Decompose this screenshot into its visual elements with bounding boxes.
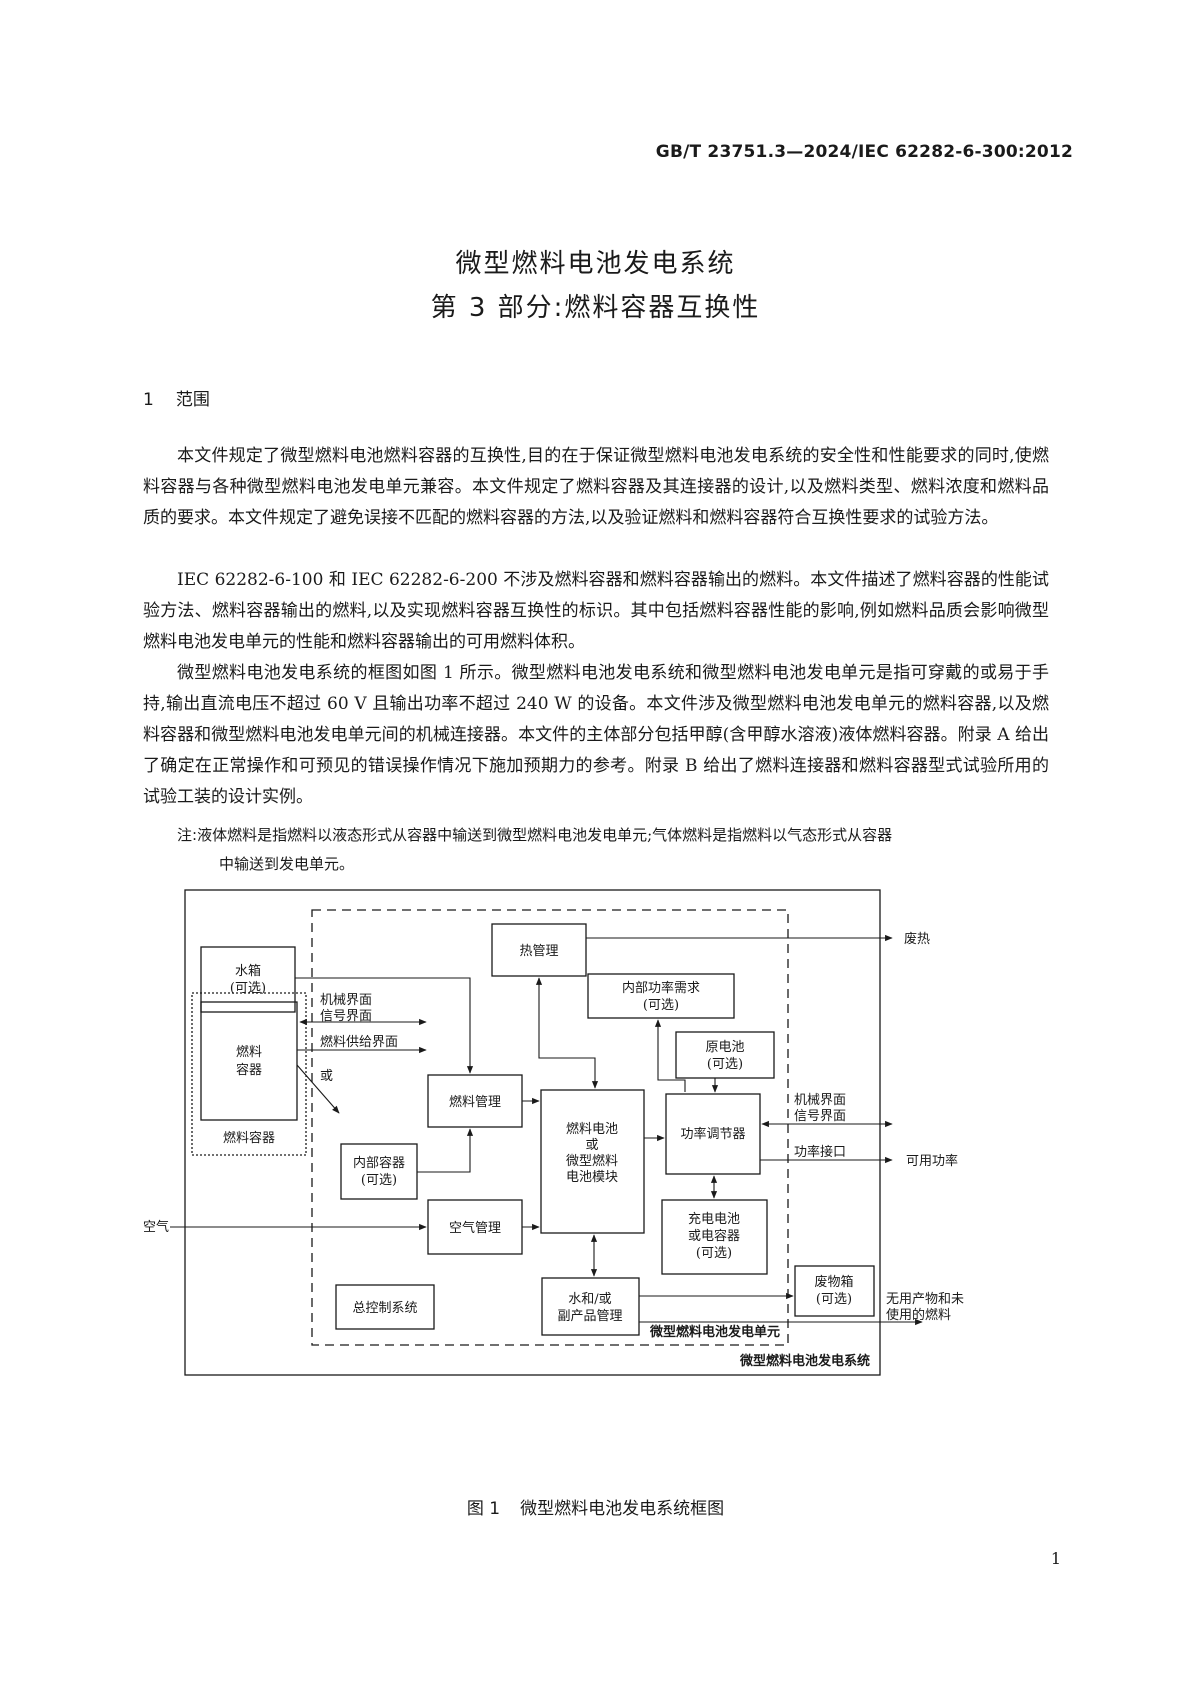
- water-tank-optional: (可选): [230, 981, 266, 996]
- master-control-box: [335, 1284, 435, 1330]
- water-tank-label: 水箱: [235, 963, 261, 979]
- fuel-cell-label-3: 微型燃料: [566, 1153, 618, 1169]
- rechargeable-label-1: 充电电池: [688, 1211, 740, 1227]
- fuel-container-inner-label-2: 容器: [236, 1062, 262, 1078]
- unused-products-label-1: 无用产物和未: [886, 1292, 964, 1307]
- inner-container-box: [340, 1143, 418, 1200]
- power-conditioner-label: 功率调节器: [680, 1126, 745, 1142]
- water-byproduct-label-1: 水和/或: [568, 1292, 611, 1307]
- document-subtitle: 第 3 部分:燃料容器互换性: [430, 293, 761, 323]
- figure-number: 图 1: [466, 1499, 501, 1519]
- inner-container-optional: (可选): [361, 1173, 397, 1188]
- left-signal-interface-label: 信号界面: [320, 1009, 372, 1024]
- paragraph: 微型燃料电池发电系统的框图如图 1 所示。微型燃料电池发电系统和微型燃料电池发电…: [143, 663, 1049, 807]
- note-label: 注:: [177, 826, 198, 844]
- water-tank-box: [200, 946, 296, 1013]
- rechargeable-box: [661, 1199, 768, 1275]
- waste-box-optional: (可选): [816, 1292, 852, 1307]
- primary-battery-label: 原电池: [705, 1040, 744, 1055]
- power-conditioner-box: [665, 1093, 761, 1175]
- power-port-label: 功率接口: [794, 1144, 846, 1160]
- air-label: 空气: [143, 1219, 169, 1235]
- fuel-cell-label-2: 或: [585, 1138, 598, 1153]
- fuel-container-inner-box: [200, 1001, 298, 1121]
- rechargeable-label-2: 或电容器: [688, 1228, 740, 1244]
- master-control-label: 总控制系统: [352, 1301, 417, 1316]
- right-mech-interface-label: 机械界面: [794, 1093, 846, 1108]
- paragraph: IEC 62282-6-100 和 IEC 62282-6-200 不涉及燃料容…: [143, 570, 1049, 652]
- inner-to-fuel-mgmt: [417, 1128, 474, 1173]
- fuel-cell-box: [540, 1089, 645, 1234]
- block-diagram: 水箱 (可选) 燃料 容器 燃料容器 热管理 内部功率需求 (可选) 原电池 (…: [140, 880, 1020, 1384]
- waste-box-label: 废物箱: [814, 1274, 853, 1290]
- waste-box: [794, 1265, 875, 1317]
- rechargeable-optional: (可选): [696, 1246, 732, 1261]
- system-boundary-label: 微型燃料电池发电系统: [739, 1353, 870, 1369]
- usable-power-label: 可用功率: [906, 1153, 958, 1169]
- water-byproduct-label-2: 副产品管理: [557, 1309, 622, 1324]
- cell-to-thermal: [535, 977, 599, 1089]
- section-title: 范围: [175, 390, 210, 410]
- section-number: 1: [143, 390, 154, 410]
- note-text-continued: 中输送到发电单元。: [219, 855, 355, 873]
- primary-battery-box: [675, 1031, 775, 1079]
- internal-power-demand-label: 内部功率需求: [622, 980, 700, 996]
- unit-boundary: [311, 909, 789, 1346]
- page-number: 1: [1050, 1549, 1061, 1568]
- or-label: 或: [320, 1069, 333, 1084]
- unused-products-label-2: 使用的燃料: [886, 1307, 951, 1323]
- water-to-fuel-mgmt: [295, 977, 474, 1074]
- water-byproduct-box: [541, 1277, 640, 1336]
- right-signal-interface-label: 信号界面: [794, 1109, 846, 1124]
- thermal-mgmt-box: [491, 923, 587, 977]
- fuel-container-label: 燃料容器: [223, 1130, 275, 1146]
- internal-power-demand-optional: (可选): [643, 998, 679, 1013]
- figure-title: 微型燃料电池发电系统框图: [520, 1499, 725, 1519]
- section-heading: 1 范围: [143, 385, 210, 410]
- fuel-cell-label-1: 燃料电池: [566, 1121, 618, 1137]
- air-mgmt-label: 空气管理: [449, 1220, 501, 1236]
- power-to-internal-demand: [654, 1019, 686, 1092]
- system-boundary: [184, 889, 881, 1376]
- standard-number: GB/T 23751.3—2024/IEC 62282-6-300:2012: [655, 142, 1073, 162]
- left-mech-interface-label: 机械界面: [320, 993, 372, 1008]
- inner-container-label: 内部容器: [353, 1155, 405, 1171]
- note: 注:液体燃料是指燃料以液态形式从容器中输送到微型燃料电池发电单元;气体燃料是指燃…: [177, 821, 1049, 879]
- fuel-cell-label-4: 电池模块: [566, 1170, 618, 1185]
- unit-boundary-label: 微型燃料电池发电单元: [649, 1324, 780, 1340]
- or-branch-arrow: [296, 1064, 340, 1114]
- fuel-container-inner-label: 燃料: [236, 1044, 262, 1060]
- note-text: 液体燃料是指燃料以液态形式从容器中输送到微型燃料电池发电单元;气体燃料是指燃料以…: [197, 826, 893, 844]
- fuel-mgmt-label: 燃料管理: [449, 1094, 501, 1110]
- thermal-mgmt-label: 热管理: [519, 944, 558, 959]
- primary-battery-optional: (可选): [707, 1057, 743, 1072]
- fuel-supply-interface-label: 燃料供给界面: [320, 1034, 398, 1050]
- figure-caption: 图 1 微型燃料电池发电系统框图: [0, 1494, 1191, 1519]
- waste-heat-label: 废热: [904, 931, 930, 947]
- document-title: 微型燃料电池发电系统: [455, 249, 736, 279]
- paragraph: 本文件规定了微型燃料电池燃料容器的互换性,目的在于保证微型燃料电池发电系统的安全…: [143, 446, 1049, 528]
- fuel-container-box: [191, 992, 307, 1156]
